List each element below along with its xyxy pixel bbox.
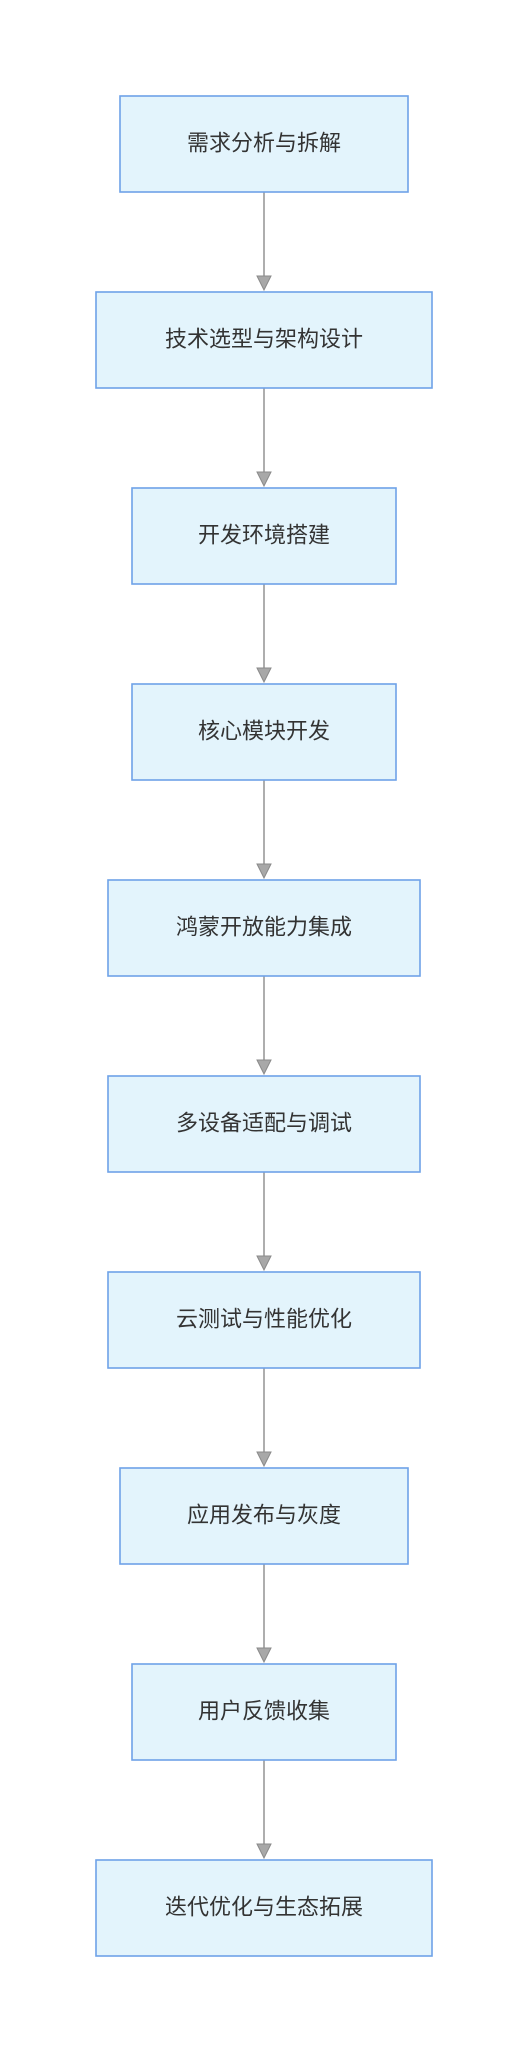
- edges-layer: [256, 192, 272, 1860]
- node-box: [95, 1859, 433, 1957]
- arrowhead-icon: [256, 1843, 272, 1860]
- node-box: [107, 1271, 421, 1369]
- flow-node-9: 用户反馈收集: [131, 1663, 397, 1761]
- node-label: 鸿蒙开放能力集成: [176, 916, 352, 941]
- flow-edge-1: [256, 192, 272, 292]
- flow-edge-9: [256, 1760, 272, 1860]
- node-label: 开发环境搭建: [198, 524, 330, 549]
- node-box: [119, 1467, 409, 1565]
- arrowhead-icon: [256, 1451, 272, 1468]
- arrowhead-icon: [256, 667, 272, 684]
- flow-node-6: 多设备适配与调试: [107, 1075, 421, 1173]
- flow-node-1: 需求分析与拆解: [119, 95, 409, 193]
- nodes-layer: 需求分析与拆解技术选型与架构设计开发环境搭建核心模块开发鸿蒙开放能力集成多设备适…: [95, 95, 433, 1957]
- node-label: 应用发布与灰度: [187, 1504, 341, 1529]
- node-box: [131, 1663, 397, 1761]
- arrowhead-icon: [256, 275, 272, 292]
- node-box: [131, 487, 397, 585]
- flow-node-5: 鸿蒙开放能力集成: [107, 879, 421, 977]
- arrowhead-icon: [256, 1059, 272, 1076]
- node-box: [107, 879, 421, 977]
- node-box: [95, 291, 433, 389]
- arrowhead-icon: [256, 471, 272, 488]
- node-label: 需求分析与拆解: [187, 132, 341, 157]
- node-box: [131, 683, 397, 781]
- flow-edge-7: [256, 1368, 272, 1468]
- arrowhead-icon: [256, 1255, 272, 1272]
- flow-node-3: 开发环境搭建: [131, 487, 397, 585]
- flow-node-4: 核心模块开发: [131, 683, 397, 781]
- node-label: 迭代优化与生态拓展: [165, 1896, 363, 1921]
- flow-edge-4: [256, 780, 272, 880]
- flow-node-10: 迭代优化与生态拓展: [95, 1859, 433, 1957]
- node-box: [107, 1075, 421, 1173]
- flow-node-8: 应用发布与灰度: [119, 1467, 409, 1565]
- node-label: 多设备适配与调试: [176, 1112, 352, 1137]
- flow-edge-2: [256, 388, 272, 488]
- flow-edge-5: [256, 976, 272, 1076]
- flow-edge-3: [256, 584, 272, 684]
- node-label: 用户反馈收集: [198, 1700, 330, 1725]
- arrowhead-icon: [256, 863, 272, 880]
- flow-edge-8: [256, 1564, 272, 1664]
- node-label: 云测试与性能优化: [176, 1308, 352, 1333]
- node-label: 技术选型与架构设计: [165, 328, 363, 353]
- flow-node-2: 技术选型与架构设计: [95, 291, 433, 389]
- node-label: 核心模块开发: [198, 720, 330, 745]
- arrowhead-icon: [256, 1647, 272, 1664]
- flow-node-7: 云测试与性能优化: [107, 1271, 421, 1369]
- node-box: [119, 95, 409, 193]
- flow-edge-6: [256, 1172, 272, 1272]
